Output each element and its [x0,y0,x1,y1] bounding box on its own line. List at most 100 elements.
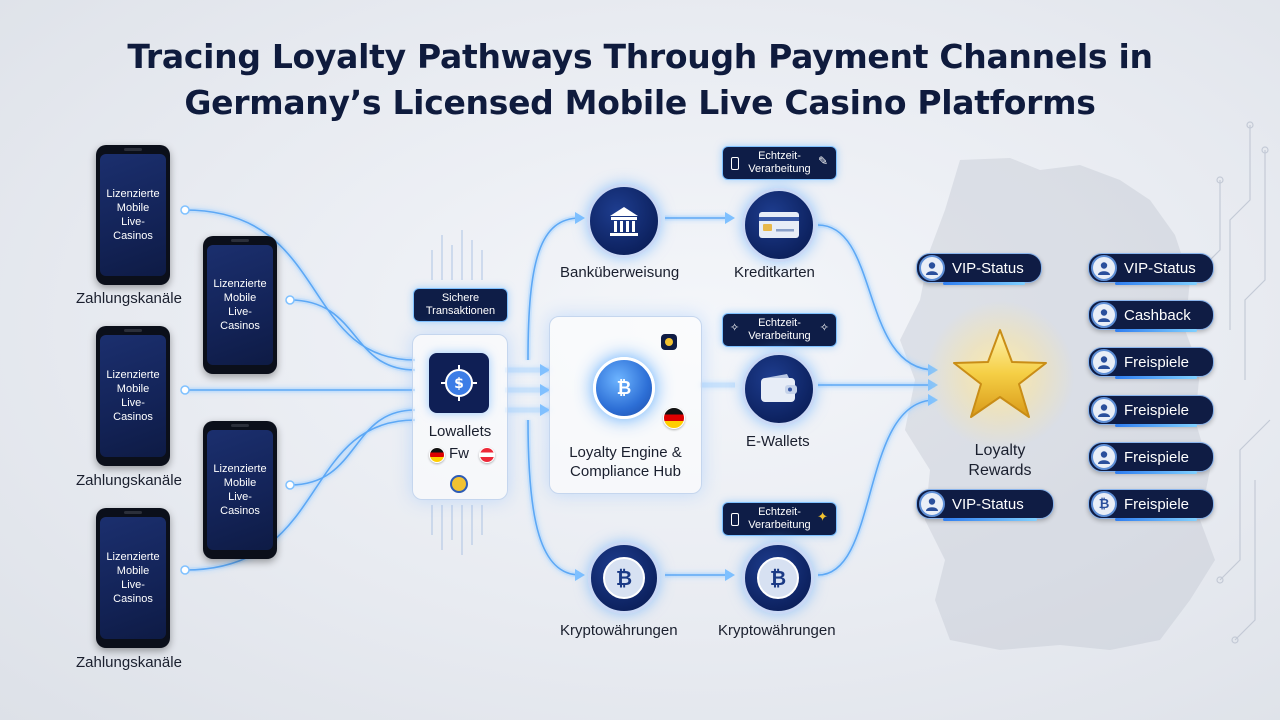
loyalty-engine-panel: ₿ Loyalty Engine & Compliance Hub [549,316,702,494]
reward-pill-label: Freispiele [1124,353,1190,371]
bank-icon [610,207,638,236]
progress-bar [1115,329,1197,332]
title-line-2: Germany’s Licensed Mobile Live Casino Pl… [184,83,1096,122]
license-seal-icon [450,475,468,493]
progress-bar [1115,471,1197,474]
bitcoin-icon: ₿ [1091,491,1117,517]
progress-bar [943,518,1037,521]
phone-3: Lizenzierte Mobile Live-Casinos [96,326,170,466]
ewallet-node [742,352,816,426]
reward-pill-right-5: Freispiele [1088,442,1214,474]
crypto-node-right: ₿ [742,542,814,614]
progress-bar [1115,518,1197,521]
bank-transfer-label: Banküberweisung [560,264,680,281]
wallet-hub-flag-text: Fw [449,445,469,462]
germany-flag-icon [429,447,445,463]
reward-pill-label: Freispiele [1124,401,1190,419]
user-icon [1091,444,1117,470]
reward-pill-left-2: VIP-Status [916,489,1054,521]
realtime-tag-text: Echtzeit- Verarbeitung [748,506,811,531]
svg-text:₿: ₿ [617,378,632,399]
phone-1: Lizenzierte Mobile Live-Casinos [96,145,170,285]
reward-pill-label: VIP-Status [952,259,1024,277]
reward-pill-label: VIP-Status [1124,259,1196,277]
phone-2: Lizenzierte Mobile Live-Casinos [203,236,277,374]
loyalty-engine-label: Loyalty Engine & Compliance Hub [569,444,682,480]
user-icon [919,255,945,281]
loyalty-rewards-label: Loyalty Rewards [968,442,1032,479]
wallet-hub-icon: $ [429,353,489,413]
reward-pill-left-1: VIP-Status [916,253,1042,285]
reward-pill-right-1: VIP-Status [1088,253,1214,285]
phone-notch [124,329,142,332]
crypto-label-left: Kryptowährungen [560,622,678,639]
phone-screen-text: Lizenzierte Mobile Live-Casinos [100,517,166,639]
pen-icon: ✎ [817,154,828,168]
user-icon [1091,349,1117,375]
realtime-tag-2: ✧ Echtzeit- Verarbeitung ✧ [722,313,837,347]
sparkle-icon: ✦ [817,509,828,524]
realtime-tag-text: Echtzeit- Verarbeitung [748,317,811,342]
wallet-icon [761,374,797,402]
realtime-tag-3: Echtzeit- Verarbeitung ✦ [722,502,837,536]
page-title: Tracing Loyalty Pathways Through Payment… [0,34,1280,126]
phone-4: Lizenzierte Mobile Live-Casinos [203,421,277,559]
progress-bar [1115,282,1197,285]
title-line-1: Tracing Loyalty Pathways Through Payment… [127,37,1153,76]
reward-pill-right-2: Cashback [1088,300,1214,332]
phone-screen-text: Lizenzierte Mobile Live-Casinos [100,335,166,457]
germany-flag-icon [663,407,685,429]
circuit-lines [1199,121,1271,644]
credit-card-icon [759,212,799,238]
phone-screen-text: Lizenzierte Mobile Live-Casinos [207,430,273,550]
wallet-hub-panel: $ Lowallets Fw [412,334,508,500]
progress-bar [943,282,1025,285]
reward-pill-label: Cashback [1124,306,1191,324]
engine-core-icon: ₿ [593,357,655,419]
reward-pill-right-4: Freispiele [1088,395,1214,427]
phone-5: Lizenzierte Mobile Live-Casinos [96,508,170,648]
user-icon [919,491,945,517]
phone-screen-text: Lizenzierte Mobile Live-Casinos [207,245,273,365]
reward-pill-label: VIP-Status [952,495,1024,513]
credit-card-node [742,188,816,262]
crypto-node-left: ₿ [588,542,660,614]
bitcoin-icon: ₿ [617,378,632,399]
crypto-label-right: Kryptowährungen [718,622,836,639]
realtime-tag-1: Echtzeit- Verarbeitung ✎ [722,146,837,180]
secure-transactions-tag: Sichere Transaktionen [413,288,508,322]
channel-label-2: Zahlungskanäle [76,472,182,489]
realtime-tag-text: Echtzeit- Verarbeitung [748,150,811,175]
engine-badge-icon [661,334,677,350]
user-icon [1091,397,1117,423]
wallet-hub-label: Lowallets [428,423,492,440]
phone-notch [231,424,249,427]
phone-notch [124,148,142,151]
phone-small-icon [731,513,739,526]
credit-card-label: Kreditkarten [734,264,815,281]
user-icon [1091,255,1117,281]
progress-bar [1115,424,1197,427]
user-icon [1091,302,1117,328]
reward-pill-label: Freispiele [1124,495,1190,513]
bitcoin-icon: ₿ [603,557,645,599]
coin-gear-icon: $ [441,365,477,401]
phone-screen-text: Lizenzierte Mobile Live-Casinos [100,154,166,276]
channel-label-3: Zahlungskanäle [76,654,182,671]
sparkle-icon: ✧ [819,322,829,334]
progress-bar [1115,376,1197,379]
ewallet-label: E-Wallets [746,433,810,450]
reward-pill-right-6: ₿ Freispiele [1088,489,1214,521]
phone-notch [231,239,249,242]
channel-label-1: Zahlungskanäle [76,290,182,307]
reward-pill-right-3: Freispiele [1088,347,1214,379]
sparkle-icon: ✧ [730,322,740,334]
austria-flag-icon [479,447,495,463]
star-icon [953,329,1047,418]
bank-transfer-node [587,184,661,258]
reward-pill-label: Freispiele [1124,448,1190,466]
phone-notch [124,511,142,514]
svg-text:$: $ [454,376,464,392]
bitcoin-icon: ₿ [757,557,799,599]
